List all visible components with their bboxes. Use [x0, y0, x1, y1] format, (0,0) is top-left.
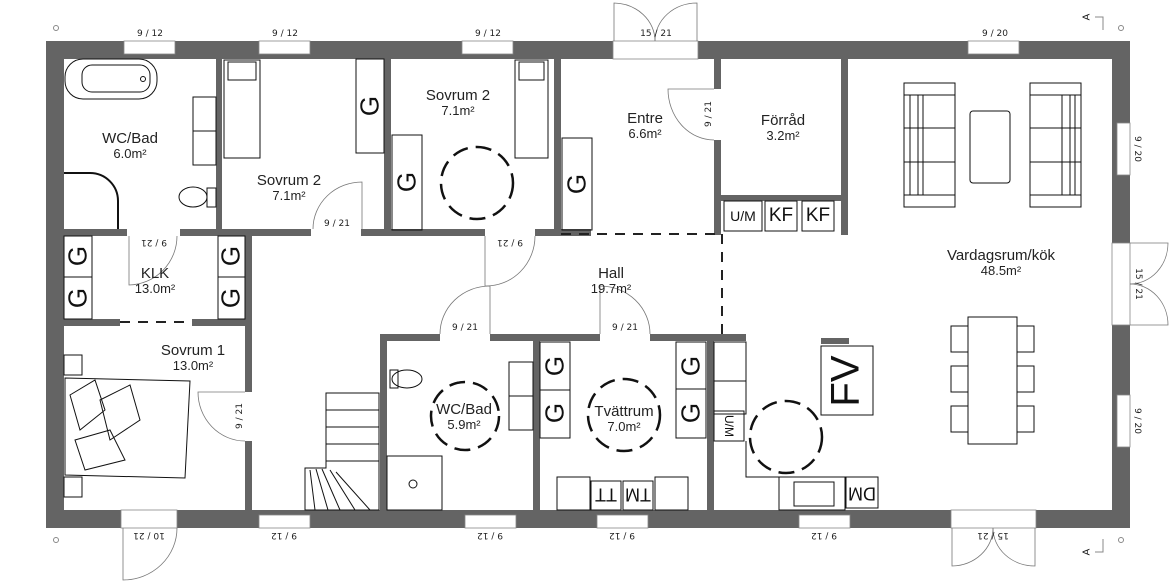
wardrobe-symbol: G [675, 355, 706, 377]
washer-symbol: TM [625, 484, 651, 505]
room-name: Sovrum 2 [425, 87, 491, 104]
stove-symbol: FV [823, 355, 868, 407]
room-hall: Hall 19.7m² [591, 265, 631, 297]
room-name: Entre [627, 110, 663, 127]
dim-bottom-door-right: 15 / 21 [977, 530, 1009, 540]
dim-bottom-window-2: 9 / 12 [477, 530, 503, 540]
room-area: 13.0m² [134, 281, 176, 297]
wardrobe-symbol: G [539, 402, 570, 424]
dim-door-tvattrum: 9 / 21 [612, 323, 638, 333]
room-area: 5.9m² [447, 417, 481, 433]
room-name: Hall [598, 265, 624, 282]
room-sovrum-1: Sovrum 1 13.0m² [161, 342, 225, 374]
dim-bottom-window-3: 9 / 12 [609, 530, 635, 540]
room-area: 7.0m² [607, 419, 641, 435]
wardrobe-symbol: G [675, 402, 706, 424]
room-sovrum-2a: Sovrum 2 7.1m² [257, 172, 321, 204]
room-area: 6.6m² [628, 126, 662, 142]
dim-door-wc2: 9 / 21 [452, 323, 478, 333]
room-vardagsrum-kok: Vardagsrum/kök 48.5m² [947, 247, 1055, 279]
room-tvattrum: Tvättrum 7.0m² [594, 403, 653, 435]
dim-bottom-window-4: 9 / 12 [811, 530, 837, 540]
fridge-freezer-symbol: KF [805, 205, 831, 226]
dim-bottom-window-1: 9 / 12 [271, 530, 297, 540]
room-forrad: Förråd 3.2m² [761, 112, 805, 144]
room-name: KLK [140, 265, 170, 282]
utility-symbol: U/M [730, 208, 756, 224]
windows [123, 40, 1131, 529]
dim-right-door: 15 / 21 [1133, 268, 1143, 300]
room-name: WC/Bad [102, 130, 158, 147]
exterior-walls [46, 41, 1130, 528]
section-marker-top: A [1081, 13, 1093, 21]
wardrobe-symbol: G [561, 173, 592, 195]
wardrobe-symbol: G [215, 287, 246, 309]
dim-door-sovrum1: 9 / 21 [235, 403, 245, 429]
corner-markers [53, 16, 1124, 553]
dim-top-window-3: 9 / 12 [475, 29, 501, 39]
room-area: 7.1m² [272, 188, 306, 204]
dim-door-klk: 9 / 21 [141, 237, 167, 247]
room-name: Vardagsrum/kök [946, 247, 1056, 264]
dashed-boundaries [120, 233, 723, 334]
interior-door-swings [128, 88, 715, 442]
room-name: Förråd [760, 112, 806, 129]
room-area: 48.5m² [980, 263, 1022, 279]
stove-hood [821, 338, 849, 344]
dryer-symbol: TT [595, 484, 617, 505]
room-name: Sovrum 2 [256, 172, 322, 189]
wardrobe-symbol: G [539, 355, 570, 377]
room-wc-bad-1: WC/Bad 6.0m² [102, 130, 158, 162]
room-sovrum-2b: Sovrum 2 7.1m² [426, 87, 490, 119]
wardrobe-symbol: G [391, 171, 422, 193]
dim-bottom-door-left: 10 / 21 [133, 530, 165, 540]
dim-top-window-2: 9 / 12 [272, 29, 298, 39]
wardrobe-symbol: G [354, 95, 385, 117]
dim-door-sovrum2a: 9 / 21 [324, 219, 350, 229]
wardrobe-symbol: G [215, 245, 246, 267]
utility-symbol: U/M [722, 415, 736, 437]
wardrobe-symbol: G [62, 287, 93, 309]
dim-entry-door: 15 / 21 [640, 29, 672, 39]
dim-door-sovrum2b: 9 / 21 [497, 237, 523, 247]
room-area: 13.0m² [172, 358, 214, 374]
room-name: WC/Bad [436, 401, 492, 418]
dishwasher-symbol: DM [848, 483, 876, 504]
wardrobe-symbol: G [62, 245, 93, 267]
room-wc-bad-2: WC/Bad 5.9m² [436, 401, 492, 433]
room-area: 19.7m² [590, 281, 632, 297]
room-area: 7.1m² [441, 103, 475, 119]
interior-walls [64, 59, 848, 510]
dim-top-window-4: 9 / 20 [982, 29, 1008, 39]
section-marker-bottom: A [1081, 548, 1093, 556]
fridge-freezer-symbol: KF [768, 205, 794, 226]
dim-right-window-1: 9 / 20 [1132, 136, 1142, 162]
room-name: Sovrum 1 [160, 342, 226, 359]
room-entre: Entre 6.6m² [627, 110, 663, 142]
dim-top-window-1: 9 / 12 [137, 29, 163, 39]
room-area: 6.0m² [113, 146, 147, 162]
exterior-doors [120, 40, 1131, 529]
room-name: Tvättrum [594, 403, 654, 420]
door-swings [122, 2, 1169, 581]
room-area: 3.2m² [766, 128, 800, 144]
room-klk: KLK 13.0m² [135, 265, 175, 297]
dim-door-forrad: 9 / 21 [704, 101, 714, 127]
dim-right-window-2: 9 / 20 [1132, 408, 1142, 434]
furniture [63, 58, 1082, 511]
